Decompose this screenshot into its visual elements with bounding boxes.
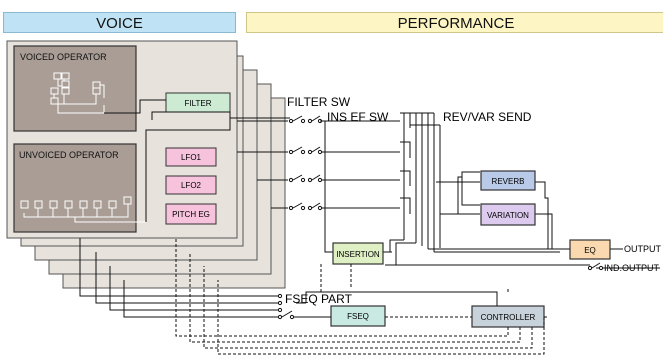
- reverb-block: [480, 170, 536, 191]
- fseq-block: [330, 305, 386, 327]
- rev-var-send-label: REV/VAR SEND: [443, 110, 532, 124]
- voiced-algorithm: [50, 72, 105, 114]
- voiced-operator-label: VOICED OPERATOR: [20, 52, 107, 62]
- pitch-eg-label: PITCH EG: [172, 210, 210, 219]
- lfo2-label: LFO2: [181, 181, 202, 190]
- filter-sw-label: FILTER SW: [287, 95, 351, 109]
- fseq-part-label: FSEQ PART: [285, 292, 353, 306]
- performance-header-label: PERFORMANCE: [397, 15, 515, 32]
- send-bus-lines: [389, 112, 623, 265]
- part-signal-lines: [237, 120, 400, 209]
- insertion-block: [332, 242, 384, 265]
- eq-block: [569, 239, 611, 260]
- insertion-wires: [320, 120, 660, 269]
- switch-array: [288, 115, 323, 211]
- lfo1-block: [165, 147, 217, 167]
- voiced-to-filter-wires: [104, 99, 290, 222]
- pitch-eg-block: [165, 203, 217, 225]
- performance-header: PERFORMANCE: [246, 12, 663, 33]
- ins-ef-sw-label: INS EF SW: [327, 110, 389, 124]
- fseq-part-wires: [79, 238, 498, 318]
- voice-header-label: VOICE: [96, 15, 143, 32]
- unvoiced-operator-label: UNVOICED OPERATOR: [19, 150, 119, 160]
- fseq-label: FSEQ: [347, 312, 369, 321]
- voiced-operator-box: [13, 45, 137, 132]
- eq-label: EQ: [584, 246, 596, 255]
- lfo1-label: LFO1: [181, 153, 202, 162]
- control-dashed-wires: [175, 238, 548, 355]
- lfo2-block: [165, 175, 217, 195]
- voice-header: VOICE: [3, 12, 236, 33]
- variation-label: VARIATION: [487, 211, 529, 220]
- reverb-label: REVERB: [492, 177, 525, 186]
- variation-block: [480, 203, 536, 226]
- unvoiced-algorithm: [20, 196, 146, 223]
- ind-output-label: IND.OUTPUT: [604, 263, 660, 273]
- fseq-part-switch: [277, 293, 295, 320]
- insertion-label: INSERTION: [336, 250, 380, 259]
- ind-output-switch: [587, 262, 604, 271]
- controller-label: CONTROLLER: [481, 313, 536, 322]
- filter-label: FILTER: [185, 99, 212, 108]
- output-label: OUTPUT: [624, 244, 662, 254]
